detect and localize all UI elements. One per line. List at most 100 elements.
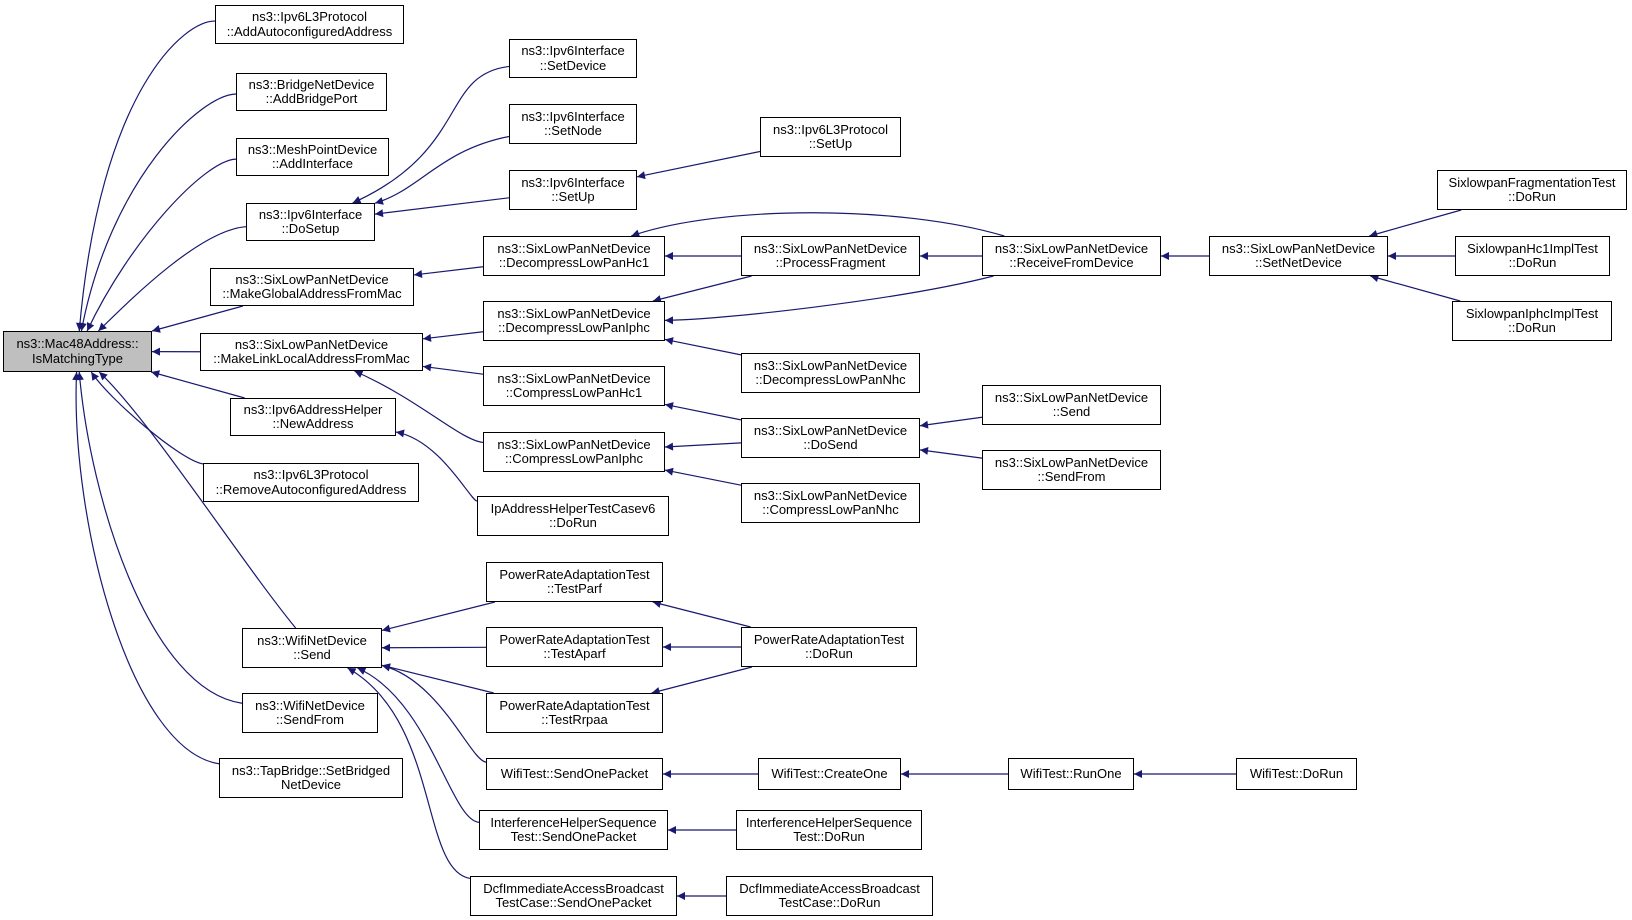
node-label-line1: ns3::TapBridge::SetBridged xyxy=(231,762,391,778)
node-testaparf[interactable]: PowerRateAdaptationTest::TestAparf xyxy=(486,627,663,667)
node-removeauto[interactable]: ns3::Ipv6L3Protocol::RemoveAutoconfigure… xyxy=(203,463,419,502)
edge-removeauto-to-root xyxy=(90,371,204,465)
node-wifisend[interactable]: ns3::WifiNetDevice::Send xyxy=(242,628,382,668)
node-prdorun[interactable]: PowerRateAdaptationTest::DoRun xyxy=(741,627,917,667)
node-label-line1: ns3::Ipv6L3Protocol xyxy=(773,121,888,137)
node-setnetdev[interactable]: ns3::SixLowPanNetDevice::SetNetDevice xyxy=(1209,236,1388,276)
edge-dosend-to-comphc1 xyxy=(664,402,742,421)
node-label-line2: ::DoRun xyxy=(1508,320,1556,335)
node-label-line2: ::MakeGlobalAddressFromMac xyxy=(222,286,402,301)
node-label-line2: ::SetNode xyxy=(544,123,602,138)
node-label-line1: ns3::SixLowPanNetDevice xyxy=(753,487,908,503)
node-root: ns3::Mac48Address::IsMatchingType xyxy=(3,331,152,372)
node-fragtest[interactable]: SixlowpanFragmentationTest::DoRun xyxy=(1437,170,1627,210)
node-label-line1: WifiTest::DoRun xyxy=(1249,765,1344,781)
node-createone[interactable]: WifiTest::CreateOne xyxy=(758,758,901,790)
node-dosend[interactable]: ns3::SixLowPanNetDevice::DoSend xyxy=(741,418,920,458)
node-label-line1: ns3::SixLowPanNetDevice xyxy=(753,357,908,373)
node-hc1test[interactable]: SixlowpanHc1ImplTest::DoRun xyxy=(1455,236,1610,276)
node-addiface[interactable]: ns3::MeshPointDevice::AddInterface xyxy=(236,138,389,176)
edge-dechc1-to-makeglobal xyxy=(413,266,484,278)
edge-setnode-to-dosetup xyxy=(374,135,510,205)
node-label-line2: ::ReceiveFromDevice xyxy=(1009,255,1134,270)
node-makelink[interactable]: ns3::SixLowPanNetDevice::MakeLinkLocalAd… xyxy=(200,333,423,371)
node-label-line2: ::Send xyxy=(293,647,331,662)
node-label-line2: ::DecompressLowPanHc1 xyxy=(498,255,650,270)
node-label-line2: ::SetUp xyxy=(808,136,853,151)
node-iptest[interactable]: IpAddressHelperTestCasev6::DoRun xyxy=(477,496,669,536)
node-label-line2: ::DecompressLowPanNhc xyxy=(755,372,906,387)
node-label-line1: ns3::SixLowPanNetDevice xyxy=(994,389,1149,405)
node-addauto[interactable]: ns3::Ipv6L3Protocol::AddAutoconfiguredAd… xyxy=(215,5,404,44)
edge-prdorun-to-testparf xyxy=(652,600,751,628)
edge-iphctest-to-setnetdev xyxy=(1370,274,1461,302)
node-comphc1[interactable]: ns3::SixLowPanNetDevice::CompressLowPanH… xyxy=(483,366,665,406)
edge-addiface-to-root xyxy=(86,158,237,332)
node-runone[interactable]: WifiTest::RunOne xyxy=(1008,758,1134,790)
node-label-line1: ns3::WifiNetDevice xyxy=(255,697,365,713)
edge-makeglobal-to-root xyxy=(151,305,244,333)
edge-setupif-to-dosetup xyxy=(374,197,510,218)
node-setupif[interactable]: ns3::Ipv6Interface::SetUp xyxy=(509,170,637,210)
node-label-line2: IsMatchingType xyxy=(31,350,124,366)
edge-wifisop-to-wifisend xyxy=(381,663,487,763)
node-label-line2: ::DoRun xyxy=(805,646,853,661)
node-label-line2: ::ProcessFragment xyxy=(775,255,886,270)
node-addbridge[interactable]: ns3::BridgeNetDevice::AddBridgePort xyxy=(236,73,387,111)
node-setnode[interactable]: ns3::Ipv6Interface::SetNode xyxy=(509,104,637,144)
node-label-line1: SixlowpanFragmentationTest xyxy=(1448,174,1616,190)
node-label-line1: IpAddressHelperTestCasev6 xyxy=(490,500,656,516)
node-dechc1[interactable]: ns3::SixLowPanNetDevice::DecompressLowPa… xyxy=(483,236,665,276)
edge-slpsend-to-dosend xyxy=(919,416,983,429)
node-compiphc[interactable]: ns3::SixLowPanNetDevice::CompressLowPanI… xyxy=(483,432,665,472)
node-label-line2: ::SendFrom xyxy=(1037,469,1106,484)
node-wifidorun[interactable]: WifiTest::DoRun xyxy=(1236,758,1357,790)
node-label-line2: ::CompressLowPanIphc xyxy=(504,451,643,466)
node-label-line2: ::AddAutoconfiguredAddress xyxy=(226,23,393,39)
node-recvdev[interactable]: ns3::SixLowPanNetDevice::ReceiveFromDevi… xyxy=(982,236,1161,276)
node-label-line1: WifiTest::SendOnePacket xyxy=(500,765,649,781)
edge-dcfsop-to-wifisend xyxy=(347,667,471,880)
node-label-line2: ::MakeLinkLocalAddressFromMac xyxy=(213,351,410,366)
node-dosetup[interactable]: ns3::Ipv6Interface::DoSetup xyxy=(246,203,375,241)
node-label-line2: ::DoSetup xyxy=(281,221,340,236)
node-testparf[interactable]: PowerRateAdaptationTest::TestParf xyxy=(486,562,663,602)
node-slpsendfrom[interactable]: ns3::SixLowPanNetDevice::SendFrom xyxy=(982,450,1161,490)
node-label-line1: ns3::BridgeNetDevice xyxy=(248,76,375,92)
node-deciphc[interactable]: ns3::SixLowPanNetDevice::DecompressLowPa… xyxy=(483,301,665,341)
node-label-line2: Test::SendOnePacket xyxy=(510,829,637,844)
edge-deciphc-to-makelink xyxy=(422,331,484,342)
node-setupl3[interactable]: ns3::Ipv6L3Protocol::SetUp xyxy=(760,117,901,157)
node-label-line2: ::CompressLowPanHc1 xyxy=(505,385,643,400)
edge-wifisend-to-root xyxy=(98,371,297,629)
node-label-line1: DcfImmediateAccessBroadcast xyxy=(739,880,920,896)
node-compnhc[interactable]: ns3::SixLowPanNetDevice::CompressLowPanN… xyxy=(741,483,920,523)
node-label-line2: ::DecompressLowPanIphc xyxy=(498,320,650,335)
node-wifisop[interactable]: WifiTest::SendOnePacket xyxy=(486,758,663,790)
node-setdevice[interactable]: ns3::Ipv6Interface::SetDevice xyxy=(509,39,637,78)
node-testrrpaa[interactable]: PowerRateAdaptationTest::TestRrpaa xyxy=(486,693,663,733)
node-procfrag[interactable]: ns3::SixLowPanNetDevice::ProcessFragment xyxy=(741,236,920,276)
edge-dosend-to-compiphc xyxy=(664,442,742,451)
node-label-line1: ns3::SixLowPanNetDevice xyxy=(1221,240,1376,256)
node-decnhc[interactable]: ns3::SixLowPanNetDevice::DecompressLowPa… xyxy=(741,353,920,393)
edge-slpsendfrom-to-dosend xyxy=(919,446,983,459)
node-makeglobal[interactable]: ns3::SixLowPanNetDevice::MakeGlobalAddre… xyxy=(210,268,414,306)
node-newaddr[interactable]: ns3::Ipv6AddressHelper::NewAddress xyxy=(230,398,396,436)
node-wifisendfrom[interactable]: ns3::WifiNetDevice::SendFrom xyxy=(242,693,378,733)
node-label-line1: SixlowpanHc1ImplTest xyxy=(1467,240,1598,256)
node-label-line1: ns3::Ipv6Interface xyxy=(258,206,363,222)
edge-dosetup-to-root xyxy=(97,226,247,332)
node-iphctest[interactable]: SixlowpanIphcImplTest::DoRun xyxy=(1452,301,1612,341)
node-label-line2: ::AddBridgePort xyxy=(265,91,358,106)
edge-decnhc-to-deciphc xyxy=(664,337,742,356)
node-slpsend[interactable]: ns3::SixLowPanNetDevice::Send xyxy=(982,385,1161,425)
node-label-line2: Test::DoRun xyxy=(793,829,865,844)
edge-procfrag-to-deciphc xyxy=(652,275,752,303)
